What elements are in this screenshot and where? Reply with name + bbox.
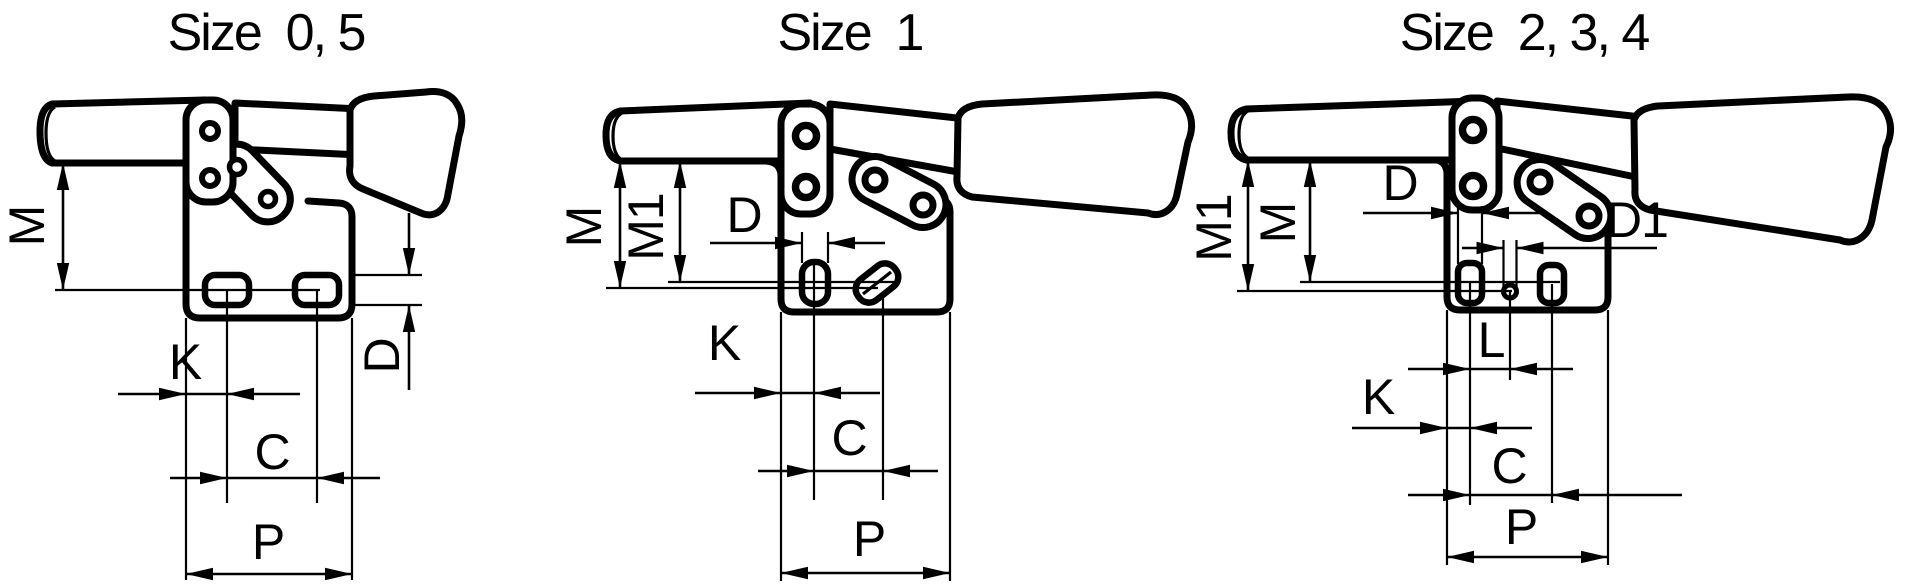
pivot-hole: [1458, 171, 1488, 201]
dim-label-p: P: [1505, 499, 1537, 555]
dim-label-m1: M1: [618, 193, 674, 260]
dimension-lines: [56, 163, 416, 581]
dim-label-d: D: [354, 338, 410, 373]
link-hole: [1526, 168, 1554, 196]
link-hole: [257, 188, 279, 210]
dim-label-k: K: [169, 334, 202, 390]
figure-size-1: Size 1: [556, 4, 1196, 581]
dim-label-k: K: [708, 315, 741, 371]
dim-label-p: P: [853, 511, 885, 567]
bar-end-cap: [611, 111, 623, 162]
pivot-hole: [199, 120, 221, 142]
lever-arm: [231, 99, 364, 159]
dim-label-d1: D1: [1606, 192, 1668, 248]
dim-label-d: D: [1382, 155, 1417, 211]
extension-lines: [606, 232, 952, 581]
dim-label-c: C: [1491, 438, 1526, 494]
link-hole: [226, 156, 248, 178]
handle-grip: [1630, 93, 1894, 246]
clamping-bar: [36, 96, 209, 167]
clamping-bar: [1227, 97, 1479, 164]
dim-label-c: C: [831, 410, 866, 466]
dim-label-p: P: [252, 514, 284, 570]
figure-title: Size 2, 3, 4: [1400, 4, 1650, 62]
figure-title: Size 0, 5: [168, 4, 365, 62]
dim-label-m1: M1: [1186, 194, 1242, 261]
clamp-base: [182, 159, 356, 322]
figure-size-0-5: Size 0, 5: [0, 4, 466, 581]
link-hole: [861, 166, 889, 194]
pivot-hole: [1458, 115, 1488, 145]
dimension-lines: [1241, 160, 1682, 564]
dimension-lines: [613, 161, 950, 580]
dim-label-l: L: [1478, 312, 1505, 368]
link-hole: [1575, 202, 1603, 230]
link-hole: [909, 191, 937, 219]
bar-end-cap: [1237, 109, 1249, 160]
clamping-bar: [602, 99, 814, 165]
dim-label-d: D: [726, 187, 761, 243]
dim-label-c: C: [254, 424, 289, 480]
figure-size-2-3-4: Size 2, 3, 4: [1186, 4, 1894, 565]
pivot-head: [182, 96, 237, 206]
extension-lines: [55, 273, 422, 580]
pivot-hole: [791, 121, 821, 151]
handle-grip: [953, 91, 1196, 218]
extension-lines: [1237, 206, 1610, 565]
bar-end-cap: [44, 105, 56, 163]
dim-label-m: M: [1250, 203, 1306, 244]
pivot-hole: [199, 167, 221, 189]
figure-title: Size 1: [778, 4, 923, 62]
dim-label-m: M: [0, 206, 55, 247]
pivot-hole: [791, 172, 821, 202]
handle-grip: [346, 88, 466, 219]
dim-label-m: M: [556, 207, 612, 248]
dim-label-k: K: [1362, 369, 1395, 425]
